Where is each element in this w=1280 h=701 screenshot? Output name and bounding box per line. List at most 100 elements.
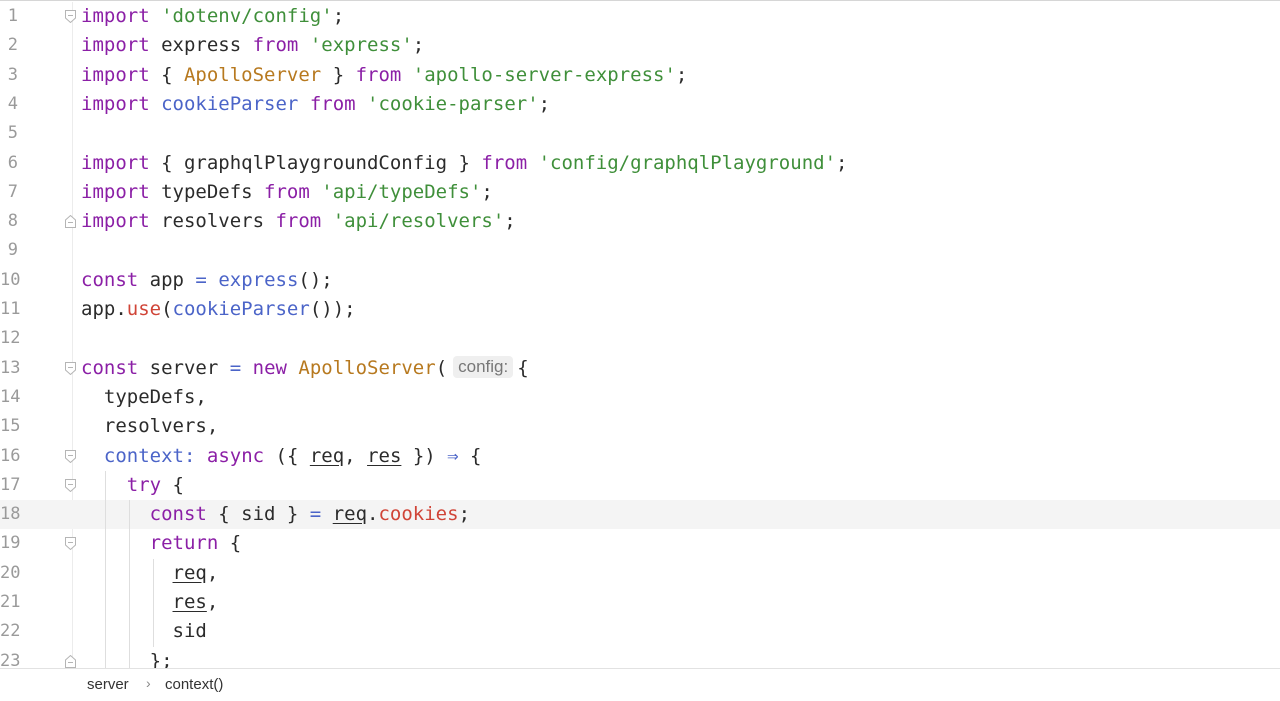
code-text[interactable]: return { [81, 529, 242, 558]
code-line[interactable]: 14 typeDefs, [0, 383, 1280, 412]
code-line[interactable]: 16 context: async ({ req, res }) ⇒ { [0, 442, 1280, 471]
code-token: ; [538, 92, 551, 115]
line-number[interactable]: 17 [0, 474, 21, 495]
code-token: resolvers [149, 210, 276, 233]
code-text[interactable]: res, [81, 588, 219, 617]
code-token: : [183, 444, 196, 467]
line-number[interactable]: 8 [7, 211, 18, 232]
code-line[interactable]: 1 import 'dotenv/config'; [0, 2, 1280, 31]
code-token: req [332, 503, 368, 526]
line-number[interactable]: 7 [7, 181, 18, 202]
code-line[interactable]: 3 import { ApolloServer } from 'apollo-se… [0, 61, 1280, 90]
code-token: server [138, 356, 230, 379]
code-text[interactable]: }; [81, 647, 173, 668]
code-text[interactable]: import { graphqlPlaygroundConfig } from … [81, 149, 847, 178]
indent-guide [105, 646, 106, 668]
code-text[interactable]: import typeDefs from 'api/typeDefs'; [81, 178, 493, 207]
line-number[interactable]: 4 [7, 93, 18, 114]
code-text[interactable]: import resolvers from 'api/resolvers'; [81, 207, 516, 236]
fold-collapse-icon[interactable] [65, 478, 76, 492]
code-text[interactable]: const app = express(); [81, 266, 333, 295]
line-number[interactable]: 11 [0, 299, 21, 319]
code-line[interactable]: 22 sid [0, 617, 1280, 647]
code-text[interactable]: sid [81, 617, 207, 646]
code-token [287, 357, 298, 379]
line-number[interactable]: 5 [7, 123, 18, 144]
code-token: = [229, 356, 242, 379]
line-number[interactable]: 1 [7, 6, 18, 26]
code-text[interactable]: import cookieParser from 'cookie-parser'… [81, 90, 550, 119]
breadcrumb-item-context[interactable]: context() [165, 676, 224, 693]
indent-guide [129, 558, 130, 588]
code-text[interactable]: import express from 'express'; [81, 31, 424, 60]
code-line[interactable]: 15 resolvers, [0, 412, 1280, 441]
code-line[interactable]: 21 res, [0, 588, 1280, 618]
fold-collapse-icon[interactable] [65, 449, 76, 463]
code-token [81, 445, 104, 467]
code-line[interactable]: 12 [0, 324, 1280, 353]
line-number[interactable]: 15 [0, 416, 21, 437]
code-text[interactable]: const { sid } = req.cookies; [81, 500, 470, 529]
code-line[interactable]: 20 req, [0, 558, 1280, 588]
code-token: ( [161, 298, 173, 320]
code-line[interactable]: 5 [0, 119, 1280, 148]
line-number[interactable]: 3 [7, 64, 18, 85]
code-line[interactable]: 10 const app = express(); [0, 266, 1280, 295]
line-number[interactable]: 16 [0, 445, 21, 466]
code-line[interactable]: 23 }; [0, 646, 1280, 668]
breadcrumb-item-server[interactable]: server [87, 676, 129, 693]
indent-guide [105, 470, 106, 501]
indent-guide [105, 588, 106, 618]
line-number[interactable]: 10 [0, 269, 21, 290]
line-number[interactable]: 23 [0, 650, 21, 668]
code-line[interactable]: 4 import cookieParser from 'cookie-parser… [0, 90, 1280, 119]
line-number[interactable]: 19 [0, 533, 21, 554]
code-editor[interactable]: 1 import 'dotenv/config'; 2 import express … [0, 2, 1280, 668]
code-token [298, 93, 309, 115]
line-number[interactable]: 6 [7, 152, 18, 173]
code-token: ; [412, 34, 425, 57]
code-line[interactable]: 7 import typeDefs from 'api/typeDefs'; [0, 178, 1280, 207]
code-line[interactable]: 17 try { [0, 470, 1280, 501]
code-text[interactable]: resolvers, [81, 412, 218, 441]
code-line[interactable]: 13 const server = new ApolloServer(config… [0, 354, 1280, 383]
code-text[interactable]: typeDefs, [81, 383, 207, 412]
code-line[interactable]: 2 import express from 'express'; [0, 31, 1280, 60]
code-text[interactable]: req, [81, 559, 219, 588]
code-line[interactable]: 8 import resolvers from 'api/resolvers'; [0, 207, 1280, 236]
code-line[interactable]: 19 return { [0, 529, 1280, 559]
fold-end-icon[interactable] [65, 215, 76, 229]
code-line[interactable]: 9 [0, 236, 1280, 265]
code-token [81, 532, 150, 554]
line-number[interactable]: 22 [0, 621, 21, 642]
line-number[interactable]: 13 [0, 357, 21, 378]
line-number[interactable]: 21 [0, 592, 21, 612]
code-line[interactable]: 18 const { sid } = req.cookies; [0, 500, 1280, 530]
indent-guide [105, 500, 106, 530]
fold-collapse-icon[interactable] [65, 537, 76, 551]
code-text[interactable]: try { [81, 471, 184, 500]
code-token: import [81, 210, 150, 233]
line-number[interactable]: 9 [7, 240, 18, 261]
fold-collapse-icon[interactable] [65, 361, 76, 375]
code-text[interactable]: import 'dotenv/config'; [81, 2, 344, 31]
code-token [150, 5, 161, 27]
code-text[interactable]: context: async ({ req, res }) ⇒ { [81, 442, 482, 471]
line-number[interactable]: 14 [0, 386, 21, 407]
code-token: 'express' [309, 34, 413, 57]
line-number[interactable]: 18 [0, 504, 21, 525]
fold-end-icon[interactable] [65, 654, 76, 668]
line-number[interactable]: 2 [7, 35, 18, 56]
line-number[interactable]: 20 [0, 562, 21, 583]
code-token [195, 445, 206, 467]
code-token: import [81, 151, 150, 174]
code-line[interactable]: 11 app.use(cookieParser()); [0, 295, 1280, 324]
code-line[interactable]: 6 import { graphqlPlaygroundConfig } from… [0, 149, 1280, 178]
code-text[interactable]: app.use(cookieParser()); [81, 295, 356, 324]
code-text[interactable]: const server = new ApolloServer(config:{ [81, 354, 529, 383]
code-token: { [458, 444, 482, 467]
fold-collapse-icon[interactable] [65, 10, 76, 23]
code-text[interactable]: import { ApolloServer } from 'apollo-ser… [81, 61, 687, 90]
code-token: async [206, 444, 265, 467]
line-number[interactable]: 12 [0, 328, 21, 349]
